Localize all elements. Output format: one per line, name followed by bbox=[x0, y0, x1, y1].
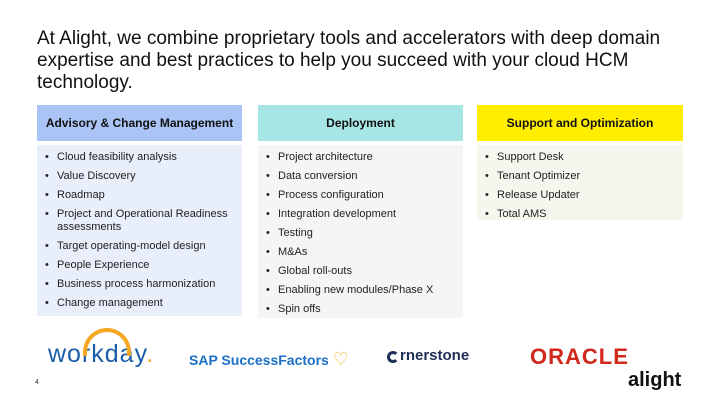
advisory-header: Advisory & Change Management bbox=[37, 105, 242, 141]
support-column: Support and Optimization •Support Desk •… bbox=[477, 105, 683, 220]
bullet-icon: • bbox=[266, 151, 270, 163]
list-item: •Testing bbox=[266, 227, 313, 239]
list-item: •Target operating-model design bbox=[45, 240, 206, 252]
advisory-column: Advisory & Change Management •Cloud feas… bbox=[37, 105, 242, 316]
bullet-icon: • bbox=[45, 297, 49, 309]
list-item: •Support Desk bbox=[485, 151, 564, 163]
support-list: •Support Desk •Tenant Optimizer •Release… bbox=[485, 151, 675, 221]
page-number: 4 bbox=[35, 379, 39, 386]
list-item: •Cloud feasibility analysis bbox=[45, 151, 177, 163]
headline: At Alight, we combine proprietary tools … bbox=[37, 28, 661, 93]
list-item: •Release Updater bbox=[485, 189, 580, 201]
list-item: •Process configuration bbox=[266, 189, 384, 201]
list-item: •Total AMS bbox=[485, 208, 547, 220]
list-item: •Tenant Optimizer bbox=[485, 170, 581, 182]
deployment-list: •Project architecture •Data conversion •… bbox=[266, 151, 455, 316]
bullet-icon: • bbox=[266, 284, 270, 296]
list-item: •Spin offs bbox=[266, 303, 321, 315]
deployment-list-panel: •Project architecture •Data conversion •… bbox=[258, 145, 463, 318]
cornerstone-mark-icon bbox=[387, 351, 399, 363]
bullet-icon: • bbox=[266, 189, 270, 201]
bullet-icon: • bbox=[485, 151, 489, 163]
bullet-icon: • bbox=[485, 170, 489, 182]
deployment-column: Deployment •Project architecture •Data c… bbox=[258, 105, 463, 318]
bullet-icon: • bbox=[45, 240, 49, 252]
list-item: •Integration development bbox=[266, 208, 397, 220]
bullet-icon: • bbox=[485, 189, 489, 201]
bullet-icon: • bbox=[266, 208, 270, 220]
list-item: •Project and Operational Readiness asses… bbox=[45, 208, 228, 233]
list-item: •Business process harmonization bbox=[45, 278, 216, 290]
list-item: •People Experience bbox=[45, 259, 150, 271]
bullet-icon: • bbox=[485, 208, 489, 220]
list-item: •Value Discovery bbox=[45, 170, 136, 182]
list-item: •M&As bbox=[266, 246, 308, 258]
support-header: Support and Optimization bbox=[477, 105, 683, 141]
bullet-icon: • bbox=[45, 208, 49, 220]
workday-logo: workday. bbox=[48, 328, 154, 369]
oracle-logo: ORACLE bbox=[530, 344, 629, 369]
sap-successfactors-logo: SAP SuccessFactors ♡ bbox=[189, 349, 349, 369]
workday-arc-icon bbox=[83, 328, 131, 356]
bullet-icon: • bbox=[45, 189, 49, 201]
bullet-icon: • bbox=[45, 170, 49, 182]
bullet-icon: • bbox=[266, 265, 270, 277]
bullet-icon: • bbox=[266, 303, 270, 315]
bullet-icon: • bbox=[45, 278, 49, 290]
list-item: •Global roll-outs bbox=[266, 265, 352, 277]
bullet-icon: • bbox=[266, 227, 270, 239]
deployment-header: Deployment bbox=[258, 105, 463, 141]
list-item: •Enabling new modules/Phase X bbox=[266, 284, 434, 296]
cornerstone-logo: rnerstone bbox=[387, 347, 469, 364]
list-item: •Project architecture bbox=[266, 151, 373, 163]
heart-icon: ♡ bbox=[332, 349, 349, 369]
list-item: •Change management bbox=[45, 297, 163, 309]
bullet-icon: • bbox=[45, 259, 49, 271]
support-list-panel: •Support Desk •Tenant Optimizer •Release… bbox=[477, 145, 683, 220]
list-item: •Roadmap bbox=[45, 189, 105, 201]
alight-logo: alight bbox=[628, 369, 682, 391]
advisory-list-panel: •Cloud feasibility analysis •Value Disco… bbox=[37, 145, 242, 316]
list-item: •Data conversion bbox=[266, 170, 358, 182]
bullet-icon: • bbox=[266, 246, 270, 258]
bullet-icon: • bbox=[266, 170, 270, 182]
bullet-icon: • bbox=[45, 151, 49, 163]
advisory-list: •Cloud feasibility analysis •Value Disco… bbox=[45, 151, 234, 310]
